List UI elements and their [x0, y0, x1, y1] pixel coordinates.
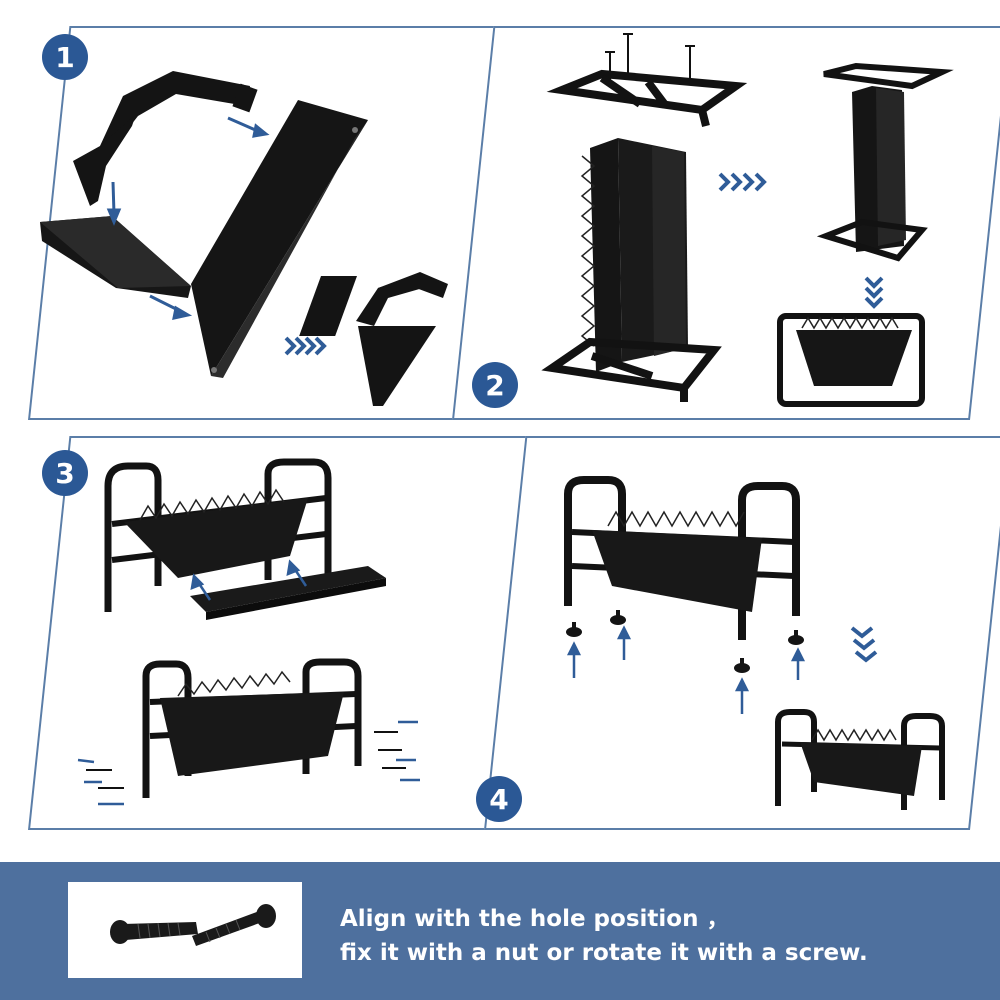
screw-icon: [110, 904, 276, 946]
step-4-illustration: 4: [452, 436, 992, 830]
step-2-badge: 2: [472, 362, 518, 408]
step-4-badge: 4: [476, 776, 522, 822]
vertical-body-part: [580, 138, 688, 372]
screw-icons: [605, 33, 695, 86]
drip-tray-part: [190, 566, 386, 620]
assembled-tower-part: [816, 62, 954, 262]
step-1-illustration: 1: [28, 26, 568, 420]
feet-parts: [566, 610, 804, 673]
step-2-illustration: 2: [452, 26, 992, 420]
instruction-text: Align with the hole position ， fix it wi…: [340, 902, 980, 970]
screw-icons: [86, 731, 406, 789]
arrow-down-chevrons-icon: [864, 276, 884, 309]
step-3-illustration: 3: [28, 436, 568, 830]
top-frame-part: [546, 69, 748, 127]
completed-rack-part: [777, 313, 925, 407]
instruction-line-1: Align with the hole position ，: [340, 906, 730, 932]
screw-illustration-box: [68, 882, 302, 978]
step-3-badge: 3: [42, 450, 88, 496]
arrow-icons: [77, 720, 420, 806]
instruction-line-2: fix it with a nut or rotate it with a sc…: [340, 940, 868, 966]
rack-lower-part: [142, 658, 362, 798]
arrow-right-chevrons-icon: [718, 172, 767, 192]
rack-upper-part: [104, 458, 332, 612]
arrow-icons: [106, 116, 270, 320]
rack-assembled-part: [564, 476, 800, 640]
assembled-part: [299, 272, 448, 406]
arrow-icons: [566, 625, 806, 714]
side-panel-part: [191, 100, 368, 378]
bottom-plate-part: [40, 216, 191, 298]
arrow-right-chevrons-icon: [284, 336, 327, 356]
arrow-down-chevrons-icon: [850, 626, 878, 663]
step-1-badge: 1: [42, 34, 88, 80]
arrow-icons: [190, 559, 308, 601]
bottom-frame-part: [541, 337, 722, 402]
instruction-footer: Align with the hole position ， fix it wi…: [0, 862, 1000, 1000]
bracket-part: [73, 71, 258, 206]
completed-rack-part: [775, 709, 945, 810]
